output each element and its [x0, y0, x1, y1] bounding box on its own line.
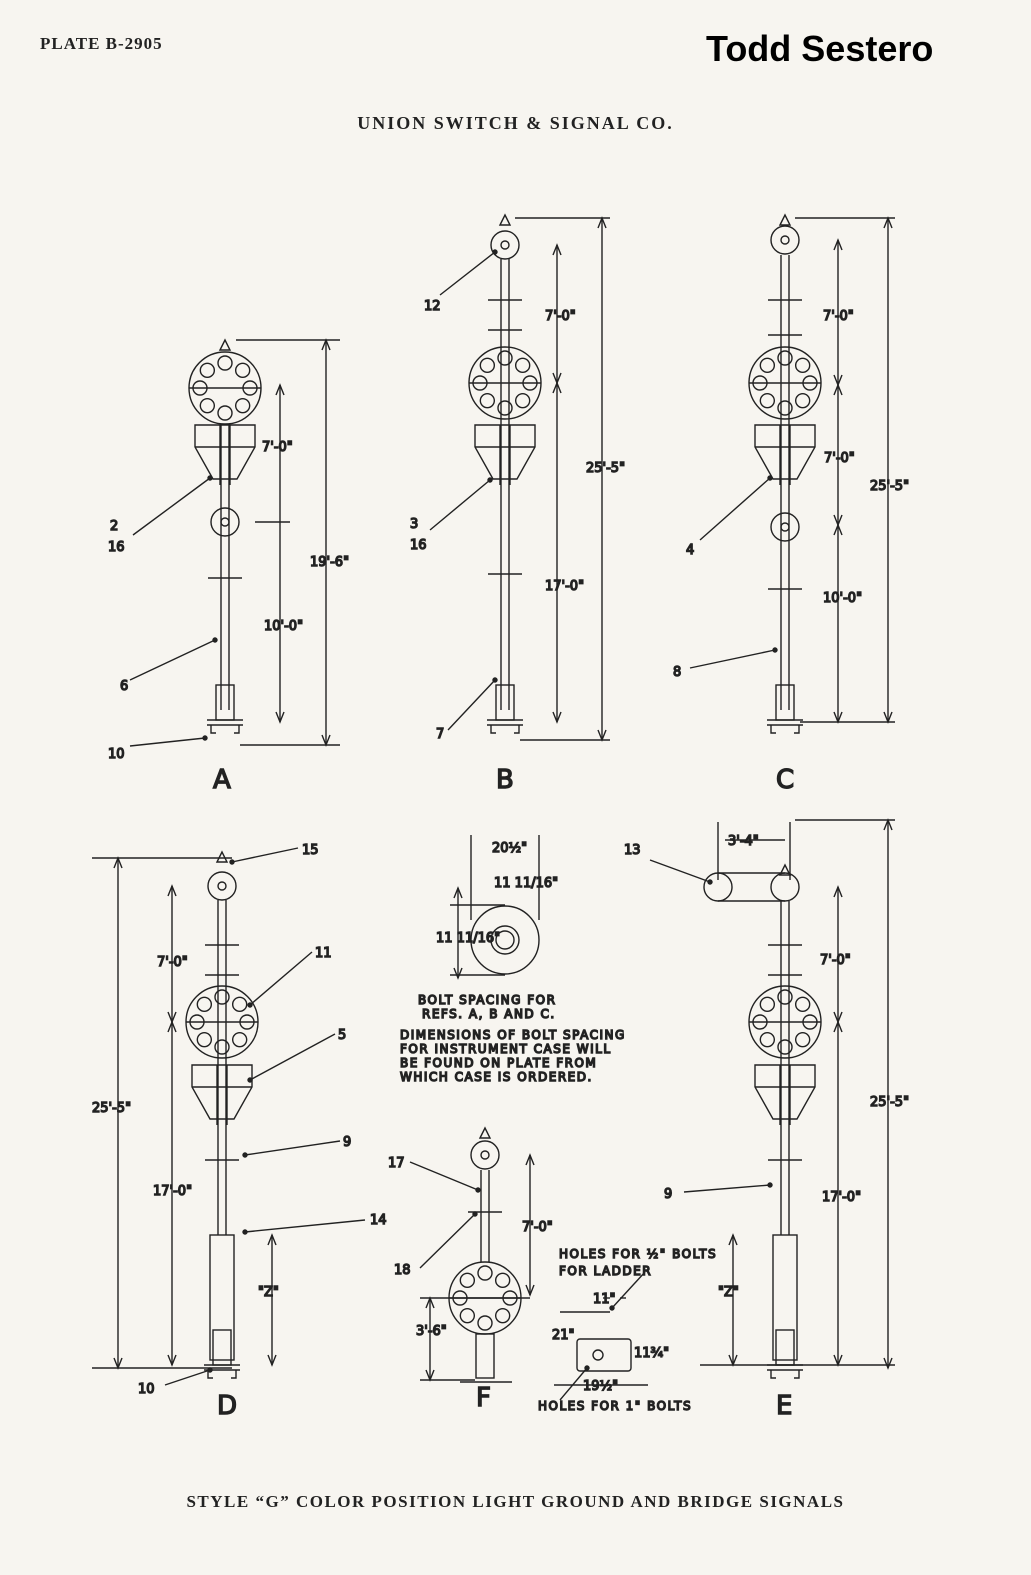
dim-e-3: 25'-5"	[870, 1095, 909, 1110]
bolt-caption-2: REFS. A, B AND C.	[422, 1007, 556, 1021]
figure-label-f: F	[476, 1383, 491, 1413]
ladder-holes-1: HOLES FOR ½" BOLTS	[559, 1247, 717, 1261]
base-dim-11-3-4: 11¾"	[634, 1346, 669, 1361]
author-name: Todd Sestero	[706, 28, 934, 69]
callout-f-17: 17	[388, 1156, 405, 1171]
callout-d-9: 9	[343, 1135, 351, 1150]
figure-label-d: D	[217, 1391, 237, 1421]
dim-b-3: 17'-0"	[545, 579, 584, 594]
base-dim-21: 21"	[552, 1328, 575, 1343]
figure-label-a: A	[213, 765, 231, 795]
dim-a-2: 10'-0"	[264, 619, 303, 634]
callout-d-15: 15	[302, 843, 319, 858]
dim-a-3: 19'-6"	[310, 555, 349, 570]
dim-e-1: 3'-4"	[728, 834, 759, 849]
callout-a-10: 10	[108, 747, 125, 762]
bolt-note-1: DIMENSIONS OF BOLT SPACING	[400, 1028, 626, 1042]
callout-c-4: 4	[686, 543, 694, 558]
bolt-note-4: WHICH CASE IS ORDERED.	[400, 1070, 593, 1084]
plate-title: STYLE “G” COLOR POSITION LIGHT GROUND AN…	[186, 1492, 845, 1511]
figure-label-c: C	[776, 765, 794, 795]
bolt-caption-1: BOLT SPACING FOR	[418, 993, 556, 1007]
callout-b-7: 7	[436, 727, 444, 742]
callout-d-14: 14	[370, 1213, 387, 1228]
base-dim-19-1-2: 19½"	[583, 1379, 618, 1394]
bolt-dim-height: 11 11/16"	[436, 931, 500, 946]
callout-f-18: 18	[394, 1263, 411, 1278]
dim-b-2: 25'-5"	[586, 461, 625, 476]
ladder-holes-2: FOR LADDER	[559, 1264, 652, 1278]
callout-a-6: 6	[120, 679, 128, 694]
dim-c-1: 7'-0"	[823, 309, 854, 324]
dim-b-1: 7'-0"	[545, 309, 576, 324]
callout-e-13: 13	[624, 843, 641, 858]
figure-label-b: B	[496, 765, 514, 795]
callout-b-16: 16	[410, 538, 427, 553]
callout-c-8: 8	[673, 665, 681, 680]
callout-e-9: 9	[664, 1187, 672, 1202]
signal-line-art	[92, 213, 895, 1401]
callout-d-10: 10	[138, 1382, 155, 1397]
dim-c-4: 10'-0"	[823, 591, 862, 606]
bolt-note-2: FOR INSTRUMENT CASE WILL	[400, 1042, 612, 1056]
dim-e-5: "Z"	[718, 1285, 739, 1300]
callout-d-11: 11	[315, 946, 332, 961]
company-title: UNION SWITCH & SIGNAL CO.	[357, 113, 674, 133]
dim-f-2: 3'-6"	[416, 1324, 447, 1339]
figure-label-e: E	[776, 1391, 792, 1421]
dim-d-3: 17'-0"	[153, 1184, 192, 1199]
callout-b-3: 3	[410, 517, 418, 532]
bolt-dim-width: 20½"	[492, 841, 527, 856]
base-dim-11: 11"	[593, 1292, 616, 1307]
callout-a-2: 2	[110, 519, 118, 534]
dim-d-2: 25'-5"	[92, 1101, 131, 1116]
dim-c-3: 25'-5"	[870, 479, 909, 494]
bolt-note-3: BE FOUND ON PLATE FROM	[400, 1056, 597, 1070]
dim-a-1: 7'-0"	[262, 440, 293, 455]
bolt-holes-label: HOLES FOR 1" BOLTS	[538, 1399, 692, 1413]
bolt-dim-inner: 11 11/16"	[494, 876, 558, 891]
dim-d-4: "Z"	[258, 1285, 279, 1300]
dim-e-4: 17'-0"	[822, 1190, 861, 1205]
dim-e-2: 7'-0"	[820, 953, 851, 968]
plate-number: PLATE B-2905	[40, 34, 163, 53]
dim-c-2: 7'-0"	[824, 451, 855, 466]
dim-d-1: 7'-0"	[157, 955, 188, 970]
dim-f-1: 7'-0"	[522, 1220, 553, 1235]
callout-a-16: 16	[108, 540, 125, 555]
callout-d-5: 5	[338, 1028, 346, 1043]
callout-b-12: 12	[424, 299, 441, 314]
